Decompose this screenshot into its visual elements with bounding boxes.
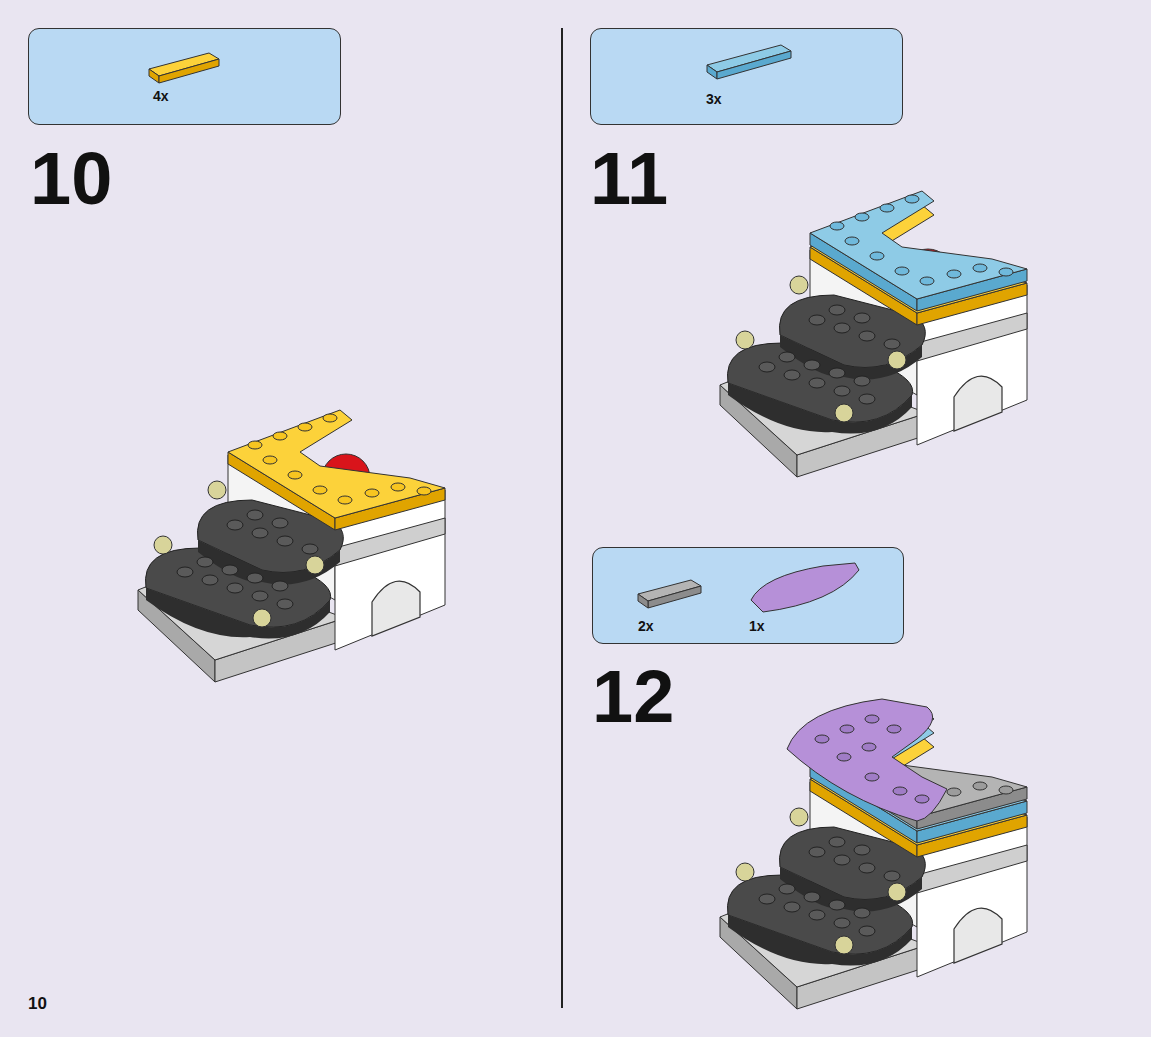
quantity-label: 4x xyxy=(153,88,169,104)
parts-callout-box: 2x 1x xyxy=(592,547,904,644)
quantity-label: 1x xyxy=(749,618,765,634)
quantity-label: 2x xyxy=(638,618,654,634)
part-picture xyxy=(29,29,342,126)
quantity-label: 3x xyxy=(706,91,722,107)
part-picture xyxy=(591,29,904,126)
page-number: 10 xyxy=(28,994,47,1014)
step-number: 12 xyxy=(592,660,674,734)
step-number: 10 xyxy=(30,142,112,216)
parts-callout-box: 4x xyxy=(28,28,341,125)
step-number: 11 xyxy=(590,142,668,216)
parts-callout-box: 3x xyxy=(590,28,903,125)
